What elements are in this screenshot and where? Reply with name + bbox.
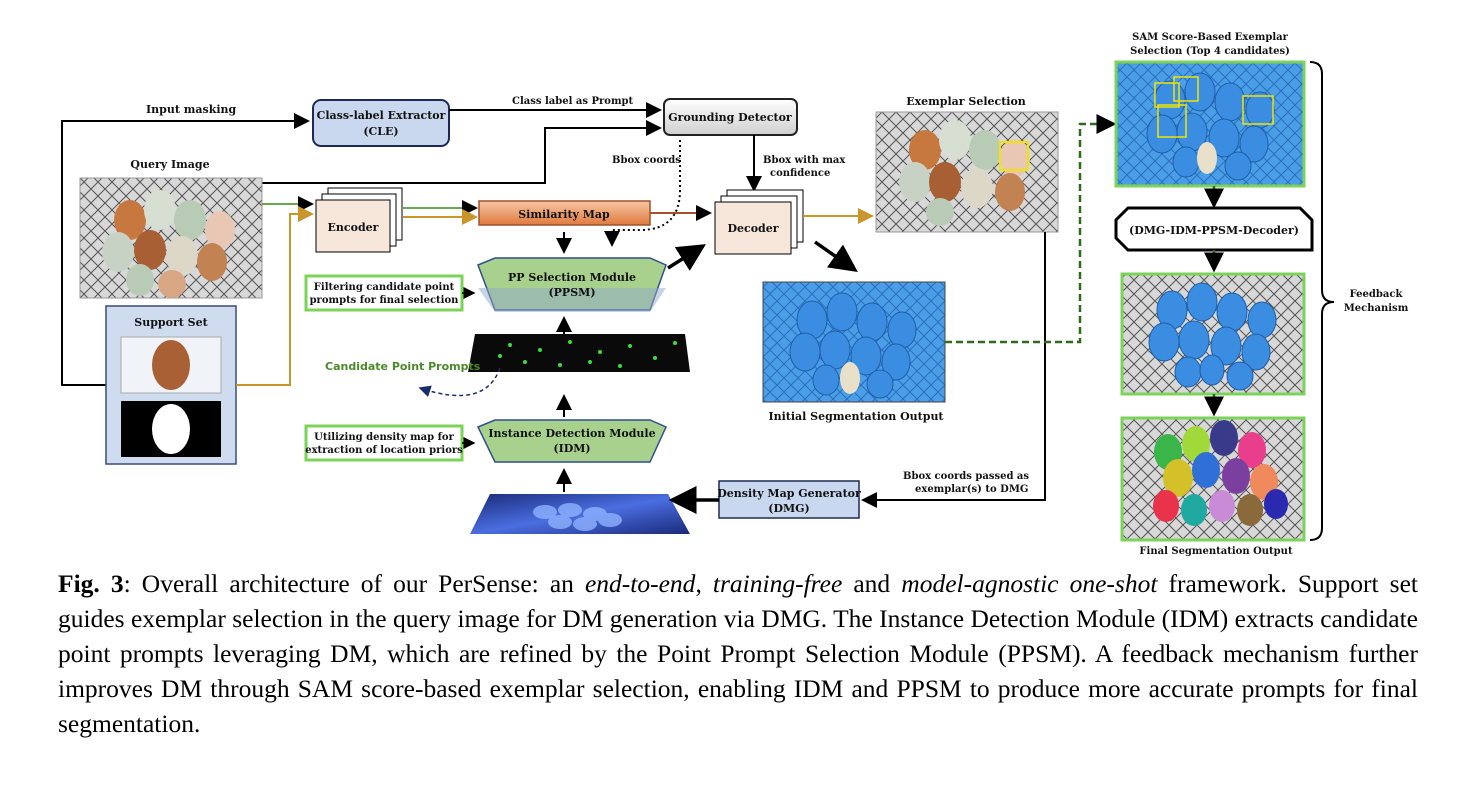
idm-label: Instance Detection Module (488, 427, 655, 440)
support-set-label: Support Set (134, 316, 208, 329)
bbox-max-label-2: confidence (770, 168, 830, 179)
exemplar-selection-label: Exemplar Selection (906, 95, 1026, 108)
support-to-encoder-arrow (236, 206, 314, 386)
filter-note-box: Filtering candidate point prompts for fi… (304, 274, 464, 312)
dmg-abbr: (DMG) (768, 502, 810, 515)
idm-abbr: (IDM) (553, 442, 590, 455)
sam-exemplar-image (1114, 60, 1306, 188)
feedback-label-2: Mechanism (1344, 303, 1409, 314)
idm-module: Instance Detection Module (IDM) (476, 419, 667, 463)
ppsm-abbr: (PPSM) (548, 286, 595, 299)
ppsm-module: PP Selection Module (PPSM) (477, 257, 667, 312)
query-image (79, 177, 263, 299)
filter-note-1: Filtering candidate point (314, 282, 455, 293)
decoder-to-initial-arrow (813, 240, 858, 273)
ppsm-label: PP Selection Module (508, 271, 636, 284)
candidate-point-prompts-label: Candidate Point Prompts (325, 360, 481, 373)
bbox-passed-label-2: exemplar(s) to DMG (915, 484, 1028, 495)
bbox-coords-arrow (604, 140, 681, 247)
density-note-2: extraction of location priors (305, 445, 463, 456)
similarity-map-box: Similarity Map (478, 200, 651, 226)
dmg-chain-label: (DMG-IDM-PPSM-Decoder) (1129, 224, 1299, 237)
query-to-grounding-arrow (262, 120, 662, 184)
bbox-max-label-1: Bbox with max (763, 155, 846, 166)
class-label-extractor-box: Class-label Extractor (CLE) (312, 99, 450, 147)
sam-label-1: SAM Score-Based Exemplar (1132, 32, 1288, 43)
support-egg (152, 340, 190, 390)
bbox-passed-label-1: Bbox coords passed as (903, 471, 1029, 482)
architecture-diagram: Input masking Class-label Extractor (CLE… (61, 32, 1409, 557)
cle-label: Class-label Extractor (317, 109, 446, 122)
refined-segmentation-image (1120, 272, 1306, 396)
feedback-brace (1309, 61, 1335, 541)
initial-seg-label: Initial Segmentation Output (768, 410, 944, 423)
figure-caption: Fig. 3: Overall architecture of our PerS… (58, 566, 1418, 741)
feedback-label-1: Feedback (1350, 289, 1404, 300)
final-seg-label: Final Segmentation Output (1139, 546, 1293, 557)
query-image-label: Query Image (130, 158, 209, 171)
final-segmentation-image (1120, 416, 1306, 542)
sam-label-2: Selection (Top 4 candidates) (1130, 46, 1290, 57)
filter-note-2: prompts for final selection (310, 295, 460, 306)
dmg-chain-box: (DMG-IDM-PPSM-Decoder) (1114, 206, 1314, 252)
density-map-plane (470, 494, 690, 534)
caption-text-3: and (842, 569, 902, 598)
input-masking-label: Input masking (146, 103, 237, 116)
support-set-panel: Support Set (105, 305, 237, 465)
dmg-label: Density Map Generator (717, 487, 861, 500)
grounding-detector-label: Grounding Detector (668, 111, 792, 124)
class-label-prompt-label: Class label as Prompt (512, 96, 634, 107)
figure-label: Fig. 3 (58, 569, 124, 598)
density-note-box: Utilizing density map for extraction of … (304, 424, 464, 462)
caption-italic-2: training-free (712, 569, 843, 598)
similarity-map-label: Similarity Map (518, 208, 610, 221)
decoder-label: Decoder (727, 222, 778, 235)
cle-abbr: (CLE) (363, 125, 398, 138)
dmg-box: Density Map Generator (DMG) (717, 480, 861, 519)
caption-text-1: : Overall architecture of our PerSense: … (123, 569, 585, 598)
caption-text-2: , (695, 569, 713, 598)
initial-segmentation-image (762, 281, 946, 403)
ppsm-to-decoder-arrow (667, 244, 706, 271)
exemplar-to-dmg-arrow (861, 232, 1046, 508)
candidate-points-plane (468, 334, 690, 372)
caption-italic-3: model-agnostic one-shot (901, 569, 1158, 598)
grounding-detector-box: Grounding Detector (663, 98, 798, 136)
input-masking-arrow (61, 113, 310, 386)
exemplar-selection-image (875, 111, 1059, 233)
encoder-box: Encoder (315, 187, 403, 253)
caption-italic-1: end-to-end (584, 569, 696, 598)
density-note-1: Utilizing density map for (314, 432, 454, 443)
bbox-coords-label: Bbox coords (612, 155, 681, 166)
caption-text-4: framework. Support set guides exemplar s… (58, 569, 1418, 738)
candidate-dashed-arrow (418, 367, 501, 398)
support-mask-egg (152, 404, 190, 454)
encoder-label: Encoder (328, 221, 379, 234)
decoder-box: Decoder (714, 189, 804, 255)
initial-to-sam-dashed-arrow (945, 114, 1117, 344)
